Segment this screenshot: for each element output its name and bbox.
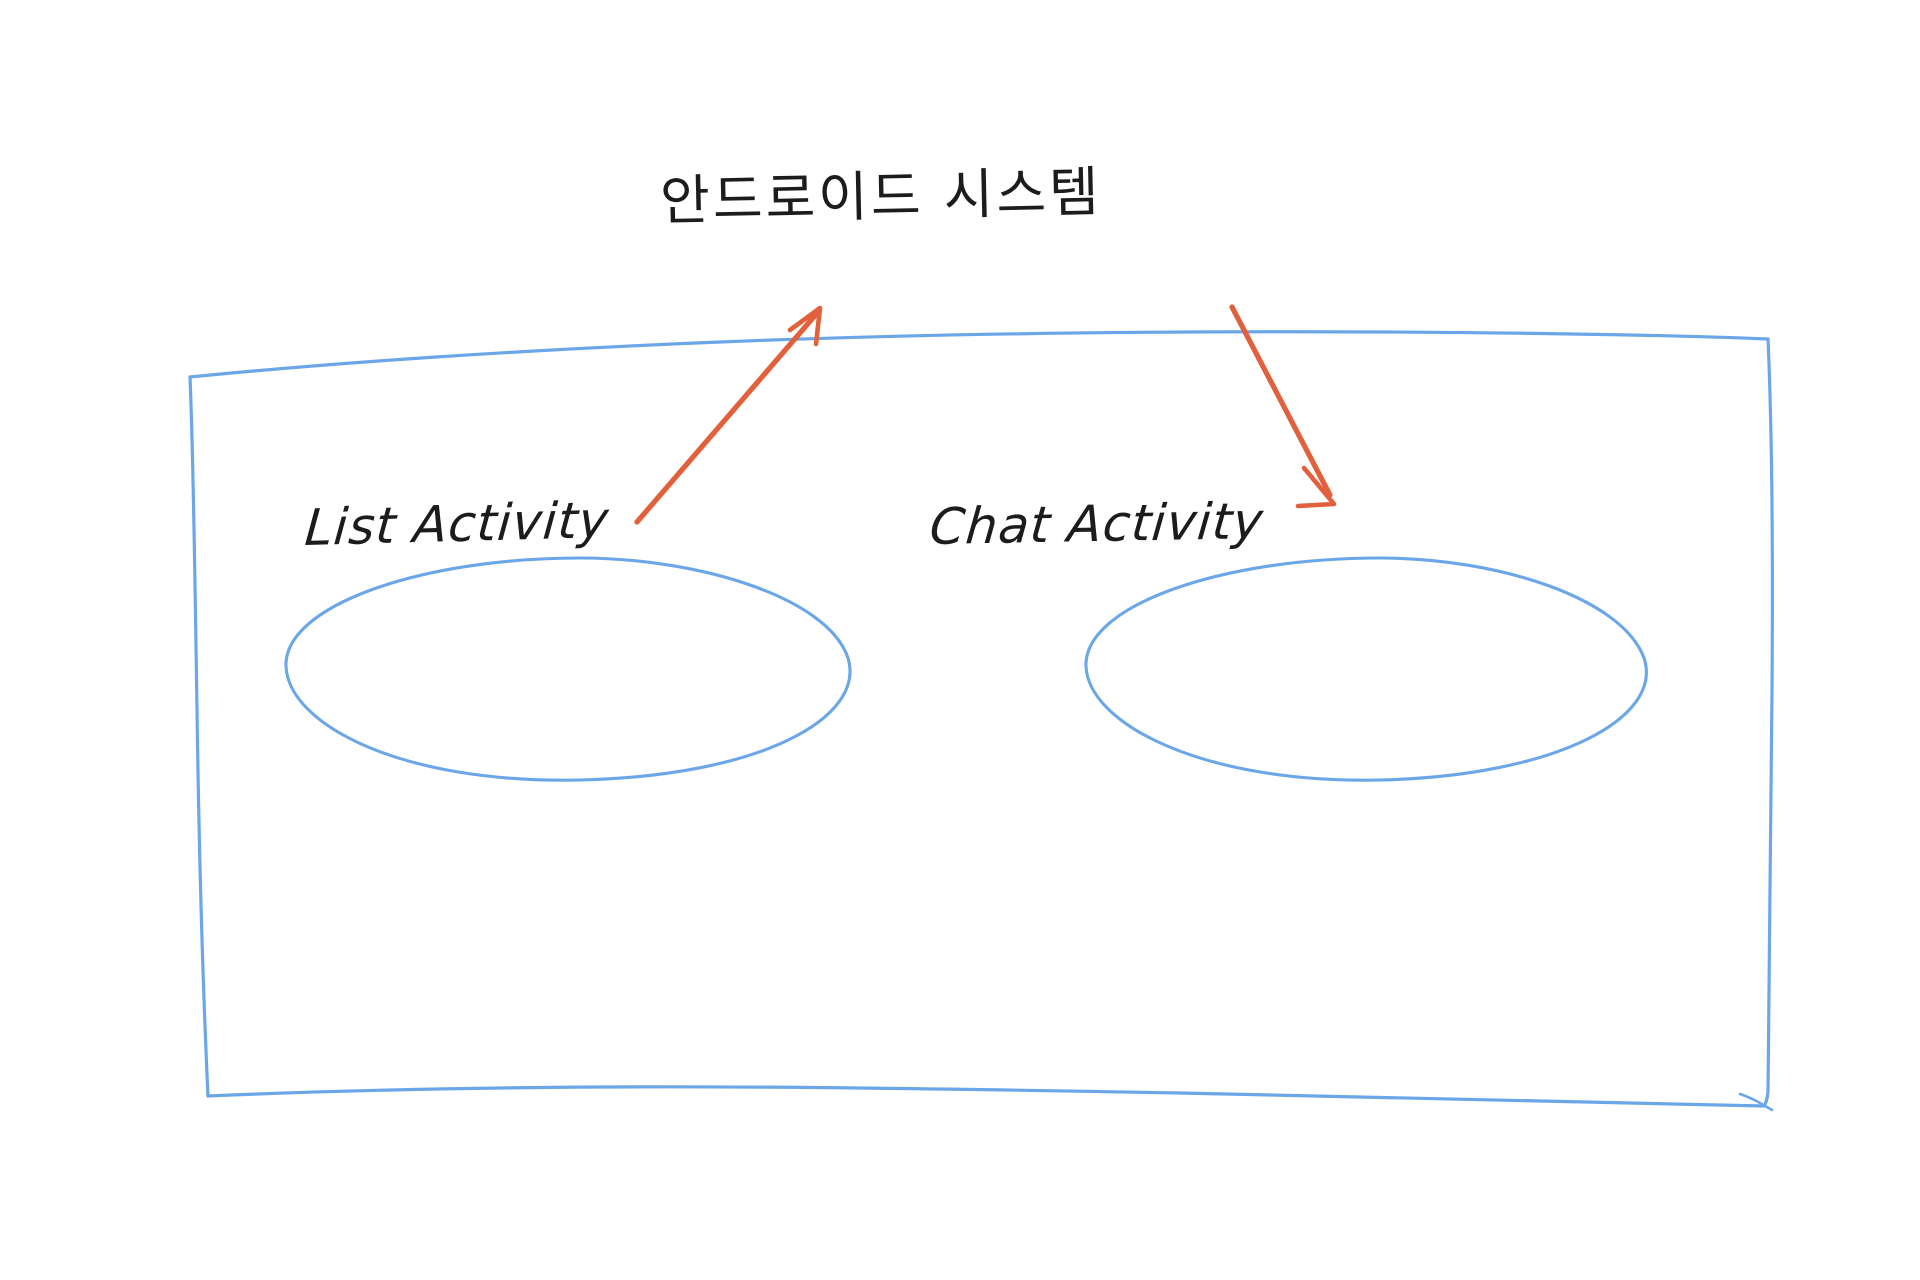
arrow-to-title[interactable] <box>634 305 823 525</box>
node-label-list-activity: List Activity <box>302 490 612 558</box>
node-label-chat-activity: Chat Activity <box>927 492 1267 556</box>
arrow-to-title-shaft <box>634 309 821 525</box>
chat-activity-ellipse <box>1084 556 1648 782</box>
boundary-corner-overshoot <box>1738 1092 1774 1112</box>
arrow-to-chat-shaft <box>1229 304 1333 498</box>
boundary-top-edge <box>188 330 1770 379</box>
boundary-left-edge <box>188 375 210 1098</box>
boundary-bottom-edge <box>206 1085 1766 1108</box>
arrow-to-chat-head <box>1295 465 1337 509</box>
node-list-activity[interactable] <box>284 556 852 782</box>
system-boundary[interactable] <box>188 330 1774 1112</box>
list-activity-ellipse <box>284 556 852 782</box>
arrow-to-chat[interactable] <box>1229 304 1337 509</box>
arrow-to-title-head <box>787 305 823 347</box>
page-title: 안드로이드 시스템 <box>659 160 1103 233</box>
node-chat-activity[interactable] <box>1084 556 1648 782</box>
boundary-right-edge <box>1762 337 1774 1108</box>
